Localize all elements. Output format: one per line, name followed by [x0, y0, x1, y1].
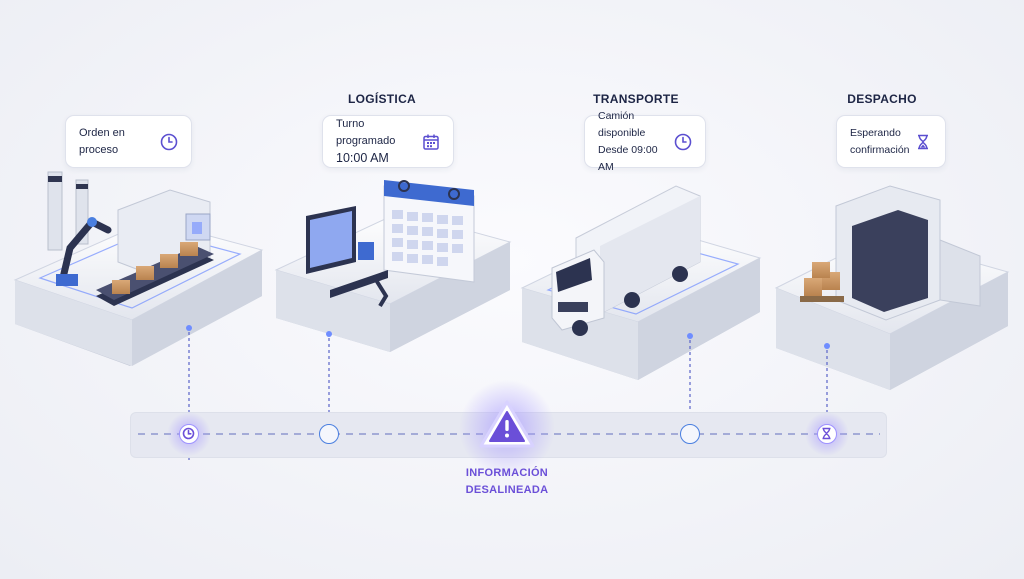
factory-platform	[13, 171, 264, 366]
status-card-orden[interactable]: Orden en proceso	[65, 115, 192, 168]
timeline-node-transport[interactable]	[680, 424, 700, 444]
logistics-platform	[274, 180, 512, 352]
pallet-boxes	[800, 262, 844, 302]
cargo-boxes	[112, 242, 198, 294]
status-card-transporte[interactable]: Camión disponible Desde 09:00 AM	[584, 110, 706, 173]
status-card-line: Camión disponible	[598, 109, 646, 139]
timeline-node-clock[interactable]	[179, 424, 199, 444]
status-card-text: Esperando confirmación	[850, 125, 910, 159]
stage-title-despacho: DESPACHO	[847, 92, 917, 106]
stage-title-transporte: TRANSPORTE	[593, 92, 679, 106]
hourglass-icon	[822, 427, 831, 440]
hourglass-icon	[918, 134, 928, 149]
status-card-line: Orden en	[79, 126, 125, 139]
status-card-line: Esperando	[850, 126, 901, 139]
dispatch-platform	[774, 185, 1010, 390]
status-card-logistica[interactable]: Turno programado 10:00 AM	[322, 115, 454, 168]
status-card-text: Orden en proceso	[79, 125, 125, 159]
warning-icon	[479, 400, 535, 448]
truck	[551, 185, 701, 336]
warehouse-dock	[835, 185, 981, 321]
status-card-line: proceso	[79, 143, 119, 156]
transport-platform	[520, 185, 762, 380]
alert-label: INFORMACIÓN DESALINEADA	[452, 465, 562, 499]
status-card-line: Turno programado	[336, 118, 396, 147]
clock-icon	[160, 133, 178, 150]
connector-lines	[188, 332, 828, 460]
clock-icon	[182, 427, 195, 440]
status-card-text: Turno programado 10:00 AM	[336, 116, 421, 167]
status-card-text: Camión disponible Desde 09:00 AM	[598, 108, 673, 176]
status-card-line: Desde 09:00 AM	[598, 143, 658, 173]
alert-label-line1: INFORMACIÓN	[465, 467, 549, 479]
timeline-node-hourglass[interactable]	[817, 424, 837, 444]
status-card-time: 10:00 AM	[336, 151, 389, 165]
status-card-despacho[interactable]: Esperando confirmación	[836, 115, 946, 168]
stage-title-logistica: LOGÍSTICA	[347, 92, 417, 106]
calendar-icon	[423, 134, 439, 150]
warning-alert[interactable]	[478, 398, 536, 452]
timeline-node-logistics[interactable]	[319, 424, 339, 444]
clock-icon	[674, 133, 692, 150]
alert-label-line2: DESALINEADA	[465, 484, 549, 496]
calendar-board	[383, 180, 475, 283]
status-card-line: confirmación	[850, 143, 910, 156]
